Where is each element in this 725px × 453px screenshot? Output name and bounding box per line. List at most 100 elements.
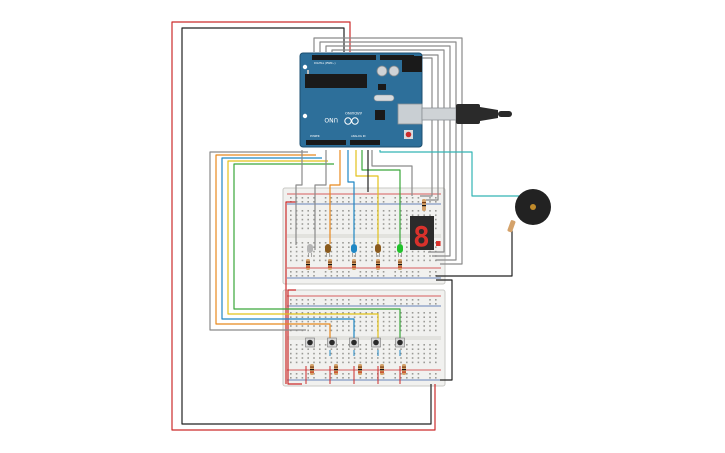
led[interactable]: [307, 244, 313, 257]
breadboard-hole: [435, 348, 437, 350]
breadboard-hole: [371, 352, 373, 355]
pushbutton[interactable]: [371, 337, 381, 348]
breadboard-hole: [406, 348, 408, 350]
resistor[interactable]: [306, 259, 310, 270]
breadboard-hole: [313, 352, 315, 355]
chip-pin: [307, 70, 309, 74]
wire-black-rail-link[interactable]: [436, 279, 453, 381]
analog-header: [350, 140, 380, 145]
resistor[interactable]: [310, 364, 314, 375]
led[interactable]: [397, 244, 403, 257]
pushbutton[interactable]: [327, 337, 337, 348]
breadboard-hole: [348, 259, 350, 262]
breadboard-hole: [406, 227, 408, 230]
resistor[interactable]: [398, 259, 402, 270]
resistor[interactable]: [328, 259, 332, 270]
breadboard-hole: [388, 242, 391, 244]
breadboard-hole: [290, 246, 292, 248]
wire-gray-1[interactable]: [313, 37, 463, 265]
wire-gray-button[interactable]: [209, 151, 308, 331]
wire-yellow-led[interactable]: [355, 150, 379, 244]
breadboard-hole: [324, 377, 327, 379]
breadboard-hole: [382, 377, 385, 379]
breadboard-hole: [429, 255, 431, 257]
breadboard-hole: [313, 348, 315, 350]
wire-green-button[interactable]: [233, 163, 401, 340]
breadboard-hole: [359, 312, 362, 314]
wire-orange-button[interactable]: [215, 154, 331, 340]
wire-green-led[interactable]: [361, 150, 401, 244]
breadboard-hole: [388, 312, 391, 314]
breadboard-hole: [295, 320, 298, 323]
buzzer-resistor[interactable]: [507, 220, 516, 233]
arduino-uno[interactable]: UNO ARDUINO DIGITAL (PWM~) POWER ANALOG …: [299, 52, 423, 148]
wire-yellow-button[interactable]: [227, 160, 379, 340]
breadboard-hole: [307, 377, 309, 379]
breadboard-hole: [330, 201, 333, 203]
led[interactable]: [375, 244, 381, 257]
pushbutton[interactable]: [349, 337, 359, 348]
breadboard-hole: [319, 246, 321, 248]
display-resistor[interactable]: [422, 199, 426, 211]
resistor-band: [334, 371, 338, 373]
breadboard-hole: [382, 361, 385, 364]
wire-gray-led-2[interactable]: [314, 150, 327, 250]
lower-breadboard-gap: [287, 336, 441, 340]
breadboard-hole: [382, 246, 385, 248]
breadboard-hole: [371, 361, 373, 364]
breadboard-hole: [295, 246, 298, 248]
resistor-band: [352, 264, 356, 266]
led-body: [351, 244, 357, 253]
reset-button[interactable]: [405, 131, 412, 138]
breadboard-hole: [324, 271, 327, 273]
wire-orange-led[interactable]: [329, 150, 341, 244]
seven-segment-display[interactable]: 8.: [410, 216, 447, 253]
breadboard-hole: [394, 271, 396, 273]
upper-breadboard[interactable]: [282, 187, 446, 285]
breadboard-hole: [348, 377, 350, 379]
piezo-buzzer[interactable]: [515, 189, 551, 225]
wire-gray-2[interactable]: [319, 41, 457, 261]
resistor[interactable]: [352, 259, 356, 270]
breadboard-hole: [330, 316, 333, 318]
breadboard-hole: [388, 255, 391, 257]
resistor[interactable]: [358, 364, 362, 375]
wire-red-rail[interactable]: [287, 289, 302, 385]
wire-red-power-loop[interactable]: [171, 21, 436, 431]
wire-black-ground-loop[interactable]: [181, 27, 432, 425]
breadboard-hole: [365, 255, 367, 257]
resistor[interactable]: [380, 364, 384, 375]
pushbutton[interactable]: [395, 337, 405, 348]
pushbutton[interactable]: [305, 337, 315, 348]
breadboard-hole: [394, 250, 396, 253]
capacitor: [388, 65, 400, 77]
breadboard-hole: [342, 197, 344, 199]
resistor[interactable]: [376, 259, 380, 270]
wire-gray-display[interactable]: [371, 150, 413, 196]
wire-blue-led[interactable]: [347, 150, 355, 244]
resistor[interactable]: [402, 364, 406, 375]
breadboard-hole: [417, 377, 420, 379]
breadboard-hole: [365, 259, 367, 262]
breadboard-hole: [290, 373, 292, 375]
breadboard-hole: [301, 271, 304, 273]
breadboard-hole: [417, 325, 420, 327]
breadboard-hole: [319, 218, 321, 221]
resistor[interactable]: [334, 364, 338, 375]
breadboard-hole: [371, 210, 373, 212]
wire-blue-button[interactable]: [221, 157, 355, 340]
usb-cable[interactable]: [421, 104, 512, 124]
wire-teal-buzzer[interactable]: [379, 150, 520, 197]
wire-gray-led[interactable]: [295, 150, 303, 245]
breadboard-hole: [411, 275, 414, 277]
pushbutton-cap: [351, 339, 357, 346]
wire-gray-3[interactable]: [325, 45, 451, 257]
led[interactable]: [325, 244, 331, 257]
wire-gray-4[interactable]: [331, 49, 445, 253]
breadboard-hole: [435, 303, 437, 305]
wire-red-rail-upper[interactable]: [285, 201, 296, 384]
breadboard-hole: [336, 299, 338, 301]
breadboard-hole: [400, 255, 402, 257]
led[interactable]: [351, 244, 357, 257]
wire-black-buzzer[interactable]: [436, 230, 513, 277]
